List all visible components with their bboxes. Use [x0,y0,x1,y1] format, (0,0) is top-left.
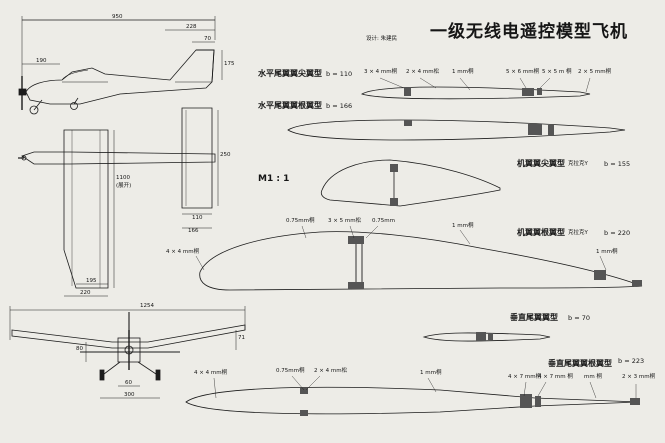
top-wing [63,129,109,289]
wing-tip-b: b = 155 [604,160,631,168]
hstab-root-title: 水平尾翼翼根翼型 [258,101,322,110]
vfin-tip-b: b = 70 [568,314,590,322]
note-hs-5: 5 × 5 m 桐 [542,69,572,75]
dim-166: 166 [188,228,199,234]
note-wr-1: 0.75mm桐 [286,218,315,224]
dim-250: 250 [220,152,231,158]
note-hs-3: 1 mm桐 [452,69,474,75]
wing-tip-title: 机翼翼尖翼型 [517,159,565,168]
hstab-root-airfoil [287,119,626,141]
dim-71: 71 [238,335,245,341]
note-hs-4: 5 × 6 mm桐 [506,69,540,75]
side-front-gear [33,99,43,111]
side-fuselage [25,49,215,105]
note-vf-3: 2 × 4 mm松 [314,368,348,374]
top-view [18,107,219,297]
wing-root-title: 机翼翼根翼型 [517,228,565,237]
note-hs-2: 2 × 4 mm松 [406,69,440,75]
dim-60: 60 [125,380,132,386]
dim-175: 175 [224,61,235,67]
hstab-tip-airfoil [361,86,591,100]
note-vf-2: 0.75mm桐 [276,368,305,374]
note-wr-5: 4 × 4 mm桐 [166,249,200,255]
dim-1254: 1254 [140,303,154,309]
note-vf-8: 2 × 3 mm桐 [622,374,656,380]
page-title: 一级无线电遥控模型飞机 [430,22,628,42]
dim-span-note: (展开) [116,183,132,189]
dim-220: 220 [80,290,91,296]
dim-190: 190 [36,58,47,64]
note-vf-4: 1 mm桐 [420,370,442,376]
dim-950: 950 [112,14,123,20]
note-hs-1: 3 × 4 mm桐 [364,69,398,75]
vfin-root-b: b = 223 [618,357,645,365]
note-vf-1: 4 × 4 mm桐 [194,370,228,376]
vfin-root-airfoil [185,386,641,416]
front-wing [11,324,246,349]
hstab-tip-b: b = 110 [326,70,353,78]
note-wr-3: 0.75mm [372,218,395,224]
wing-root-b: b = 220 [604,229,631,237]
leader-lines [195,77,637,399]
dim-195: 195 [86,278,97,284]
top-stabilizer [181,107,213,209]
note-wr-6: 1 mm桐 [596,249,618,255]
dim-110: 110 [192,215,203,221]
vfin-root-title: 垂直尾翼翼根翼型 [548,359,612,368]
note-hs-6: 2 × 5 mm桐 [578,69,612,75]
side-view [18,16,223,115]
dim-300: 300 [124,392,135,398]
wing-root-airfoil [199,231,643,291]
side-main-wheel [70,102,78,110]
note-vf-7: mm 桐 [584,374,602,380]
note-vf-6: 4 × 7 mm 桐 [538,374,573,380]
wing-root-note: 克拉克Y [568,230,588,236]
hstab-tip-title: 水平尾翼翼尖翼型 [258,69,322,78]
front-view [9,306,246,399]
note-wr-4: 1 mm桐 [452,223,474,229]
note-vf-5: 4 × 7 mm桐 [508,374,542,380]
top-fuselage [21,151,216,165]
note-wr-2: 3 × 5 mm松 [328,218,362,224]
hstab-root-b: b = 166 [326,102,353,110]
dim-70: 70 [204,36,211,42]
dim-228: 228 [186,24,197,30]
scale-label: M1 : 1 [258,174,290,184]
dim-80: 80 [76,346,83,352]
designer-credit: 设计: 朱建民 [366,36,398,42]
vfin-tip-airfoil [422,332,551,342]
wing-tip-airfoil [320,159,501,207]
wing-tip-note: 克拉克Y [568,161,588,167]
dim-1100: 1100 [116,175,130,181]
vfin-tip-title: 垂直尾翼翼型 [510,313,558,322]
